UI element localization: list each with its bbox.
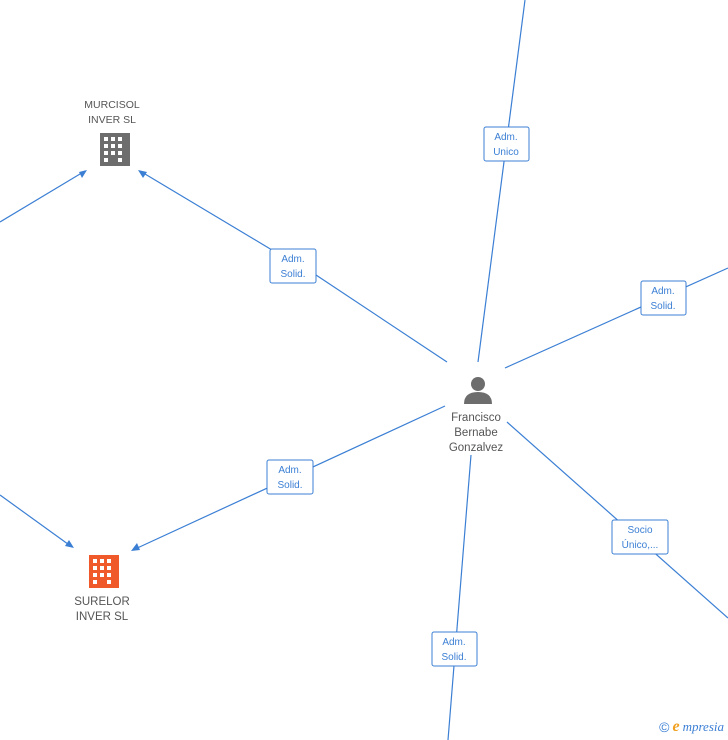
node-label-line2: INVER SL — [88, 114, 136, 126]
edge-label-socio-unico[interactable]: Socio Único,... — [611, 519, 669, 555]
arrow-surelor — [131, 543, 140, 551]
node-label-line1: Francisco — [451, 412, 501, 424]
edge-label-line2: Solid. — [441, 652, 466, 663]
edge-label-line1: Adm. — [651, 286, 674, 297]
arrow-left-murcisol — [79, 170, 87, 178]
node-label-line2: INVER SL — [76, 611, 129, 623]
node-label-line1: MURCISOL — [84, 99, 140, 111]
building-icon — [89, 555, 119, 588]
building-icon — [100, 133, 130, 166]
brand-initial: e — [672, 718, 680, 735]
edge-label-adm-solid-murcisol[interactable]: Adm. Solid. — [269, 248, 317, 284]
edge-label-line2: Unico — [493, 147, 519, 158]
node-person[interactable]: Francisco Bernabe Gonzalvez — [449, 377, 504, 454]
person-icon — [464, 377, 492, 404]
edge-top — [477, 0, 526, 363]
copyright-symbol: © — [659, 719, 670, 735]
edge-label-line1: Adm. — [494, 132, 517, 143]
edge-label-line1: Adm. — [281, 254, 304, 265]
edge-label-adm-solid-right[interactable]: Adm. Solid. — [640, 280, 687, 316]
edge-label-line1: Adm. — [442, 637, 465, 648]
edge-label-adm-solid-bottom[interactable]: Adm. Solid. — [431, 631, 478, 667]
edge-right — [504, 267, 728, 369]
node-surelor[interactable]: SURELOR INVER SL — [74, 555, 130, 623]
edge-murcisol-b — [139, 170, 273, 251]
node-label-line1: SURELOR — [74, 596, 130, 608]
arrow-murcisol — [138, 170, 147, 178]
edge-murcisol — [315, 274, 448, 363]
edge-label-line2: Solid. — [280, 269, 305, 280]
edge-label-adm-unico-top[interactable]: Adm. Unico — [483, 126, 530, 162]
node-label-line3: Gonzalvez — [449, 442, 504, 454]
edge-label-line1: Socio — [627, 525, 652, 536]
edge-label-adm-solid-surelor[interactable]: Adm. Solid. — [266, 459, 314, 495]
edge-left-murcisol — [0, 170, 86, 223]
edge-bottom — [447, 454, 472, 740]
edge-label-line2: Solid. — [650, 301, 675, 312]
edge-label-line2: Único,... — [622, 538, 659, 551]
arrow-left-surelor — [65, 540, 74, 548]
edge-label-line2: Solid. — [277, 480, 302, 491]
node-label-line2: Bernabe — [454, 427, 497, 439]
brand-name: mpresia — [682, 719, 724, 734]
edge-left-surelor — [0, 494, 73, 548]
node-murcisol[interactable]: MURCISOL INVER SL — [84, 99, 140, 166]
edge-label-line1: Adm. — [278, 465, 301, 476]
